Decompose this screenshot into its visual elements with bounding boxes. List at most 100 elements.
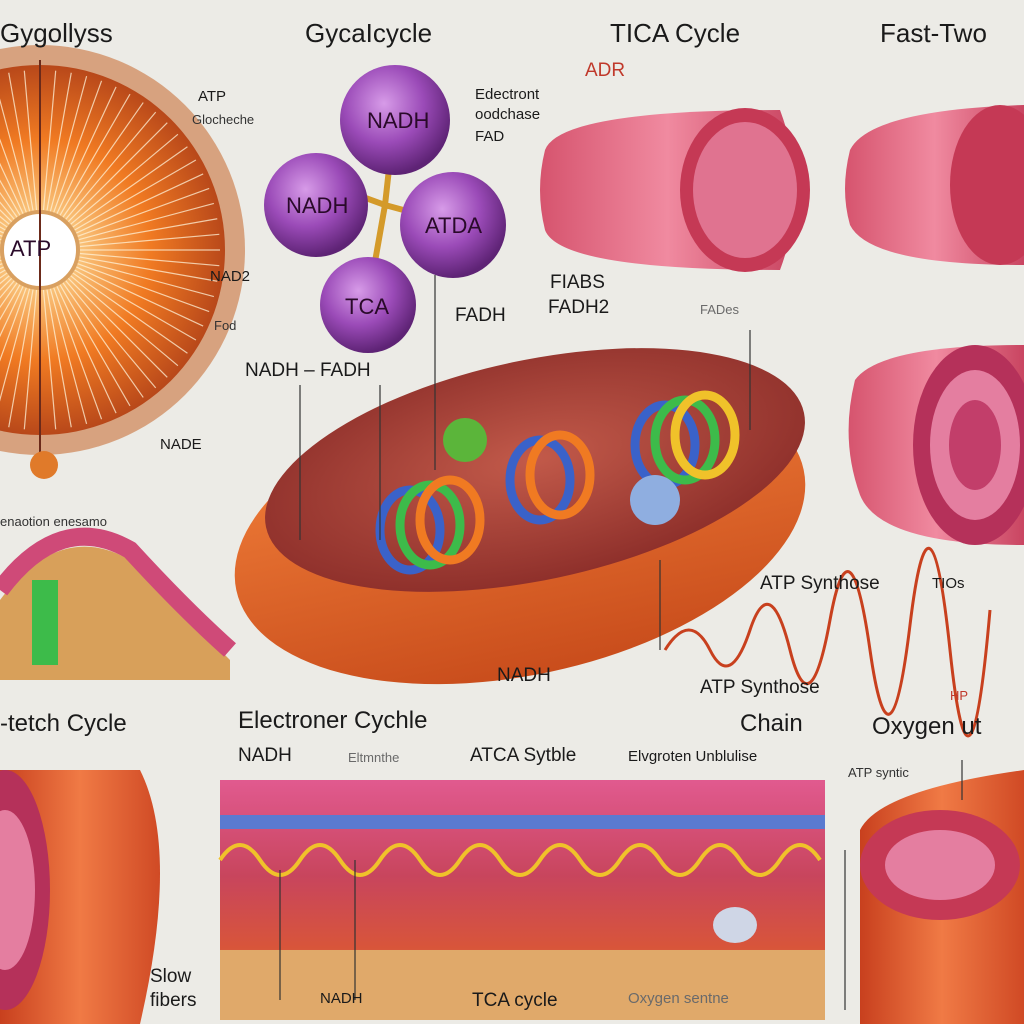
- sunburst-ray: [72, 146, 188, 228]
- sunburst-ray: [56, 86, 117, 215]
- sunburst-ray: [0, 138, 27, 213]
- stretch-illustration: [0, 527, 236, 680]
- sunburst-ray: [79, 218, 218, 244]
- sunburst-ray: [0, 98, 31, 212]
- intermembrane-label: Eltmnthe: [348, 750, 400, 765]
- membrane-strip: [218, 780, 825, 1020]
- sunburst-ray: [74, 269, 197, 341]
- oxidase-label: oodchase: [475, 106, 541, 123]
- slow-fibers-label: Slow fibers: [150, 966, 197, 1011]
- sunburst-ray: [77, 263, 210, 313]
- adr-label: ADR: [585, 60, 626, 81]
- muscle-fiber-illustration: [540, 105, 1024, 545]
- sunburst-ray: [42, 70, 57, 211]
- sunburst-ray: [0, 284, 21, 321]
- sunburst-ray: [0, 287, 27, 362]
- heading-stretch-cycle: -tetch Cycle: [0, 710, 127, 737]
- heading-gycalcycle: GycaIcycle: [305, 18, 433, 48]
- sunburst-ray: [0, 179, 21, 216]
- sunburst-ray: [0, 285, 24, 338]
- blob-right-label: ATDA: [425, 213, 483, 238]
- sunburst-ray: [70, 275, 179, 367]
- sunburst-ray: [53, 287, 103, 420]
- atp-label: ATP: [198, 88, 227, 105]
- heading-fast-twitch: Fast-Two: [880, 18, 987, 48]
- bottom-nadh-label-2: NADH: [320, 990, 363, 1007]
- sunburst-ray: [0, 162, 24, 215]
- nadh-fadh-label: NADH – FADH: [245, 360, 371, 381]
- nadh-mito-label: NADH: [497, 665, 551, 686]
- atca-label: ATCA Sytble: [470, 745, 577, 766]
- sunburst-ray: [49, 288, 88, 425]
- fad-label-cycle: FAD: [475, 128, 505, 145]
- electron-label: Edectront: [475, 86, 540, 103]
- sunburst-ray: [49, 75, 88, 212]
- fadh-label: FADH: [455, 305, 506, 326]
- sunburst-ray: [79, 256, 218, 282]
- tca-cycle-label: TCA cycle: [472, 990, 558, 1011]
- heading-chain: Chain: [740, 710, 803, 737]
- sunburst-ray: [67, 122, 168, 223]
- oxygen-synthase-label: Oxygen sentne: [628, 990, 729, 1007]
- glycolysis-illustration: [0, 45, 245, 479]
- sunburst-ray: [23, 70, 38, 211]
- atp-synthase-label: ATP Synthose: [760, 573, 880, 594]
- sunburst-ray: [72, 272, 188, 354]
- heading-glycolysis: Gygollyss: [0, 18, 113, 48]
- glucose-label: Glocheche: [192, 112, 255, 127]
- sunburst-ray: [62, 102, 144, 218]
- sunburst-ray: [59, 93, 131, 216]
- atp-signal-wave: [663, 547, 992, 738]
- blob-left-label: NADH: [286, 193, 349, 218]
- tios-label: TIOs: [932, 575, 965, 592]
- slow-fiber-illustration: [0, 770, 160, 1024]
- sunburst-ray: [79, 233, 220, 248]
- fades-label: FADes: [700, 302, 740, 317]
- atp-synthase-label-2: ATP Synthose: [700, 677, 820, 698]
- fadh2-label: FADH2: [548, 297, 610, 318]
- sunburst-ray: [0, 282, 18, 309]
- sunburst-ray: [46, 72, 72, 211]
- sunburst-ray: [62, 282, 144, 398]
- atp-sytic-label: ATP syntic: [848, 765, 909, 780]
- blob-top-label: NADH: [367, 108, 430, 133]
- fad-label: Fod: [214, 318, 237, 333]
- blob-bottom-label: TCA: [345, 294, 389, 319]
- fiabs-label: FIABS: [550, 272, 605, 293]
- heading-oxygen: Oxygen ut: [872, 713, 982, 740]
- heading-tca-cycle: TICA Cycle: [610, 18, 741, 48]
- heading-electron-cycle: Electroner Cychle: [238, 707, 428, 734]
- sunburst-ray: [46, 289, 72, 428]
- sunburst-ray: [8, 289, 34, 428]
- sunburst-ray: [75, 173, 204, 234]
- bottom-nadh-label: NADH: [238, 745, 292, 766]
- elgroten-label: Elvgroten Unblulise: [628, 748, 758, 765]
- sunburst-ray: [65, 280, 157, 389]
- nadh-label-bottom: NADE: [160, 436, 202, 453]
- sunburst-ray: [0, 191, 18, 218]
- sunburst-ray: [78, 259, 215, 298]
- sunburst-ray: [74, 159, 197, 231]
- mitochondrion-illustration: [234, 348, 806, 685]
- sunburst-ray: [56, 285, 117, 414]
- sunburst-ray: [67, 277, 168, 378]
- glycolysis-caption: enaotion enesamo: [0, 514, 107, 529]
- nadh-cycle-illustration: [264, 65, 506, 353]
- hp-label: HP: [950, 688, 969, 703]
- sunburst-ray: [70, 133, 179, 225]
- sunburst-ray: [78, 202, 215, 241]
- sunburst-ray: [77, 187, 210, 237]
- nadh-label-top: NAD2: [210, 268, 251, 285]
- sunburst-ray: [59, 284, 131, 407]
- sunburst-ray: [75, 266, 204, 327]
- oxygen-fiber-illustration: [860, 770, 1024, 1024]
- leader-lines: [279, 275, 963, 1010]
- sunburst-ray: [53, 80, 103, 213]
- sunburst-ray: [0, 288, 31, 402]
- sunburst-ray: [42, 289, 57, 430]
- sunburst-ray: [23, 289, 38, 430]
- sunburst-ray: [8, 72, 34, 211]
- sunburst-ray: [79, 252, 220, 267]
- sunburst-ray: [65, 111, 157, 220]
